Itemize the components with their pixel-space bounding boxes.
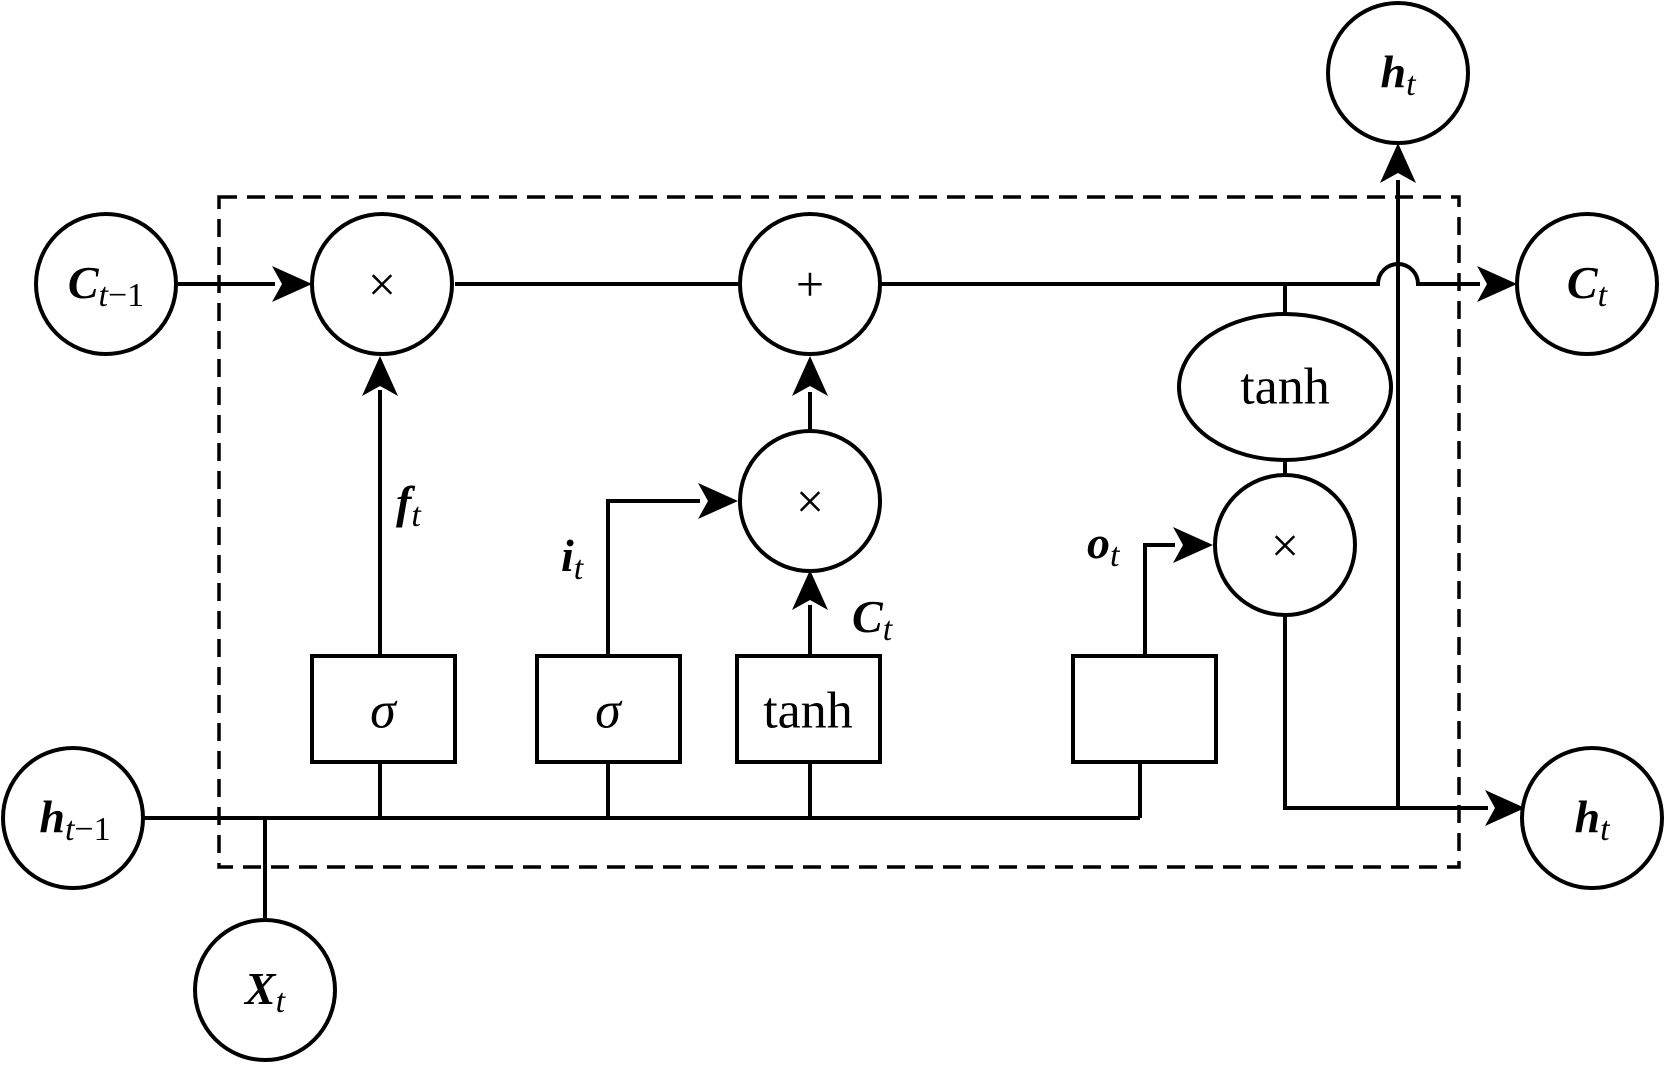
arrowhead (1477, 266, 1517, 302)
arrowhead (1380, 143, 1416, 183)
forget-gate-box: σ (310, 654, 457, 764)
node-h-out-top: ht (1326, 1, 1470, 145)
edge-output-gate-to-mult (1143, 543, 1175, 656)
svg-text:ht−1: ht−1 (39, 791, 110, 848)
svg-text:σ: σ (370, 683, 398, 740)
arrowhead (792, 570, 828, 610)
label-input-gate-output: it (561, 530, 585, 587)
svg-text:×: × (368, 256, 396, 312)
node-h-out-right: ht (1520, 746, 1664, 890)
arrowhead (1485, 790, 1525, 826)
svg-text:σ: σ (595, 683, 623, 740)
arrowhead (698, 483, 738, 519)
forget-multiply-op: × (310, 212, 454, 356)
svg-text:×: × (1271, 517, 1299, 573)
label-candidate-output: Ct (852, 591, 894, 648)
svg-text:ht: ht (1380, 46, 1417, 103)
svg-text:Ct−1: Ct−1 (68, 257, 144, 314)
node-x-input: Xt (193, 918, 337, 1062)
svg-text:tanh: tanh (1240, 359, 1330, 416)
cell-add-op: + (738, 212, 882, 356)
node-c-out: Ct (1515, 212, 1659, 356)
edge-output-mult-to-hout (1283, 615, 1488, 810)
cell-boundary (217, 195, 1461, 869)
edge-add-to-cout (880, 262, 1480, 286)
input-multiply-op: × (738, 429, 882, 573)
svg-text:ht: ht (1574, 791, 1611, 848)
input-gate-box: σ (535, 654, 682, 764)
output-multiply-op: × (1213, 473, 1357, 617)
svg-text:×: × (796, 473, 824, 529)
cell-tanh-ellipse: tanh (1177, 312, 1393, 462)
svg-text:Ct: Ct (1567, 257, 1609, 314)
svg-text:Xt: Xt (243, 963, 287, 1020)
edge-input-gate-to-mult (606, 499, 700, 656)
node-h-prev: ht−1 (1, 746, 145, 890)
label-forget-gate-output: ft (396, 477, 422, 534)
arrowhead (1173, 527, 1213, 563)
svg-text:+: + (796, 256, 824, 312)
label-output-gate-output: ot (1087, 517, 1121, 574)
candidate-box: tanh (735, 654, 882, 764)
arrowhead (792, 356, 828, 396)
svg-text:tanh: tanh (763, 683, 853, 740)
arrowhead (362, 356, 398, 396)
arrowhead (272, 266, 312, 302)
node-c-prev: Ct−1 (34, 212, 178, 356)
output-gate-box (1071, 654, 1218, 764)
